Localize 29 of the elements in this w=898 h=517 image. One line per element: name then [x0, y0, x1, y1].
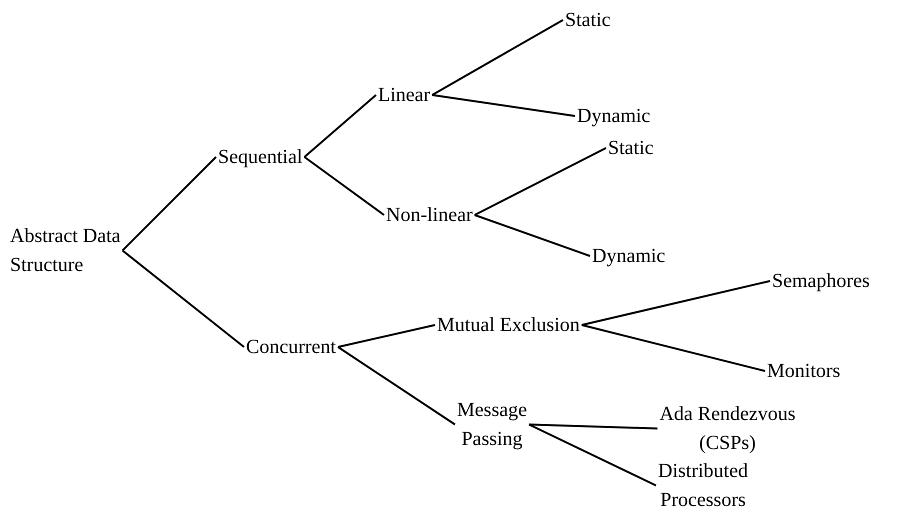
- node-label: Sequential: [218, 145, 302, 170]
- connector-line: [304, 156, 385, 216]
- node-label: Message Passing: [456, 398, 528, 452]
- connector-line: [474, 147, 606, 216]
- node-label: Monitors: [767, 359, 840, 384]
- node-label: Abstract Data Structure: [10, 224, 122, 278]
- node-label: Static: [608, 136, 654, 161]
- connector-line: [122, 250, 245, 348]
- node-label: Mutual Exclusion: [437, 313, 580, 338]
- connector-line: [337, 346, 456, 426]
- connector-line: [528, 424, 658, 430]
- connector-line: [528, 424, 656, 486]
- connector-line: [432, 94, 576, 117]
- node-label: Linear: [378, 83, 430, 108]
- node-label: Semaphores: [772, 269, 870, 294]
- node-label: Non-linear: [386, 203, 473, 228]
- connector-line: [432, 19, 564, 96]
- node-label: Concurrent: [246, 335, 336, 360]
- node-label: Static: [565, 8, 611, 33]
- node-label: Dynamic: [577, 104, 650, 129]
- connector-line: [582, 280, 770, 326]
- connector-line: [122, 156, 217, 252]
- connector-line: [338, 324, 436, 348]
- node-label: Dynamic: [592, 244, 666, 269]
- connector-line: [474, 214, 590, 257]
- node-label: Distributed Processors: [657, 459, 749, 513]
- node-label: Ada Rendezvous (CSPs): [658, 402, 797, 456]
- connector-line: [304, 94, 377, 158]
- connector-line: [582, 324, 766, 372]
